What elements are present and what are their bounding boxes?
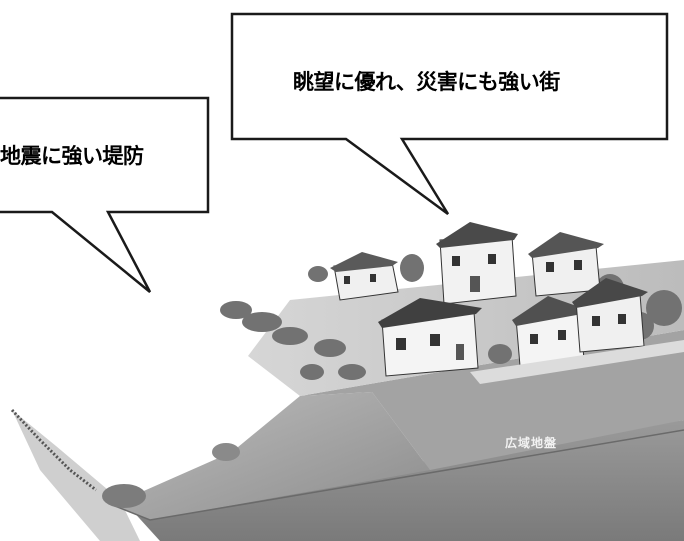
house <box>512 296 588 367</box>
ground-front-face <box>130 420 684 541</box>
house <box>436 222 518 305</box>
embankment-slope <box>112 392 430 520</box>
houses <box>330 222 684 384</box>
house <box>528 232 604 297</box>
road <box>470 340 684 384</box>
tree <box>314 339 346 357</box>
callout-text-town: 眺望に優れ、災害にも強い街 <box>293 70 560 94</box>
tree <box>308 266 328 282</box>
shrub <box>212 443 240 461</box>
shrub <box>102 484 146 508</box>
ground-label: 広域地盤 <box>505 436 558 450</box>
tree <box>488 344 512 364</box>
ground-edge-line <box>109 429 684 521</box>
tree <box>300 364 324 380</box>
tree <box>646 290 682 326</box>
callout-text-embankment: 地震に強い堤防 <box>0 144 144 168</box>
lowland-edge-line <box>10 408 97 492</box>
lowland-plane <box>12 410 140 541</box>
callout-bubble-left <box>0 96 210 293</box>
tree <box>242 312 282 332</box>
tree <box>338 364 366 380</box>
tree <box>272 327 308 345</box>
house <box>378 298 482 377</box>
callout-bubble-right <box>230 12 669 216</box>
tree <box>220 301 252 319</box>
tree <box>400 254 424 282</box>
house <box>330 252 399 301</box>
